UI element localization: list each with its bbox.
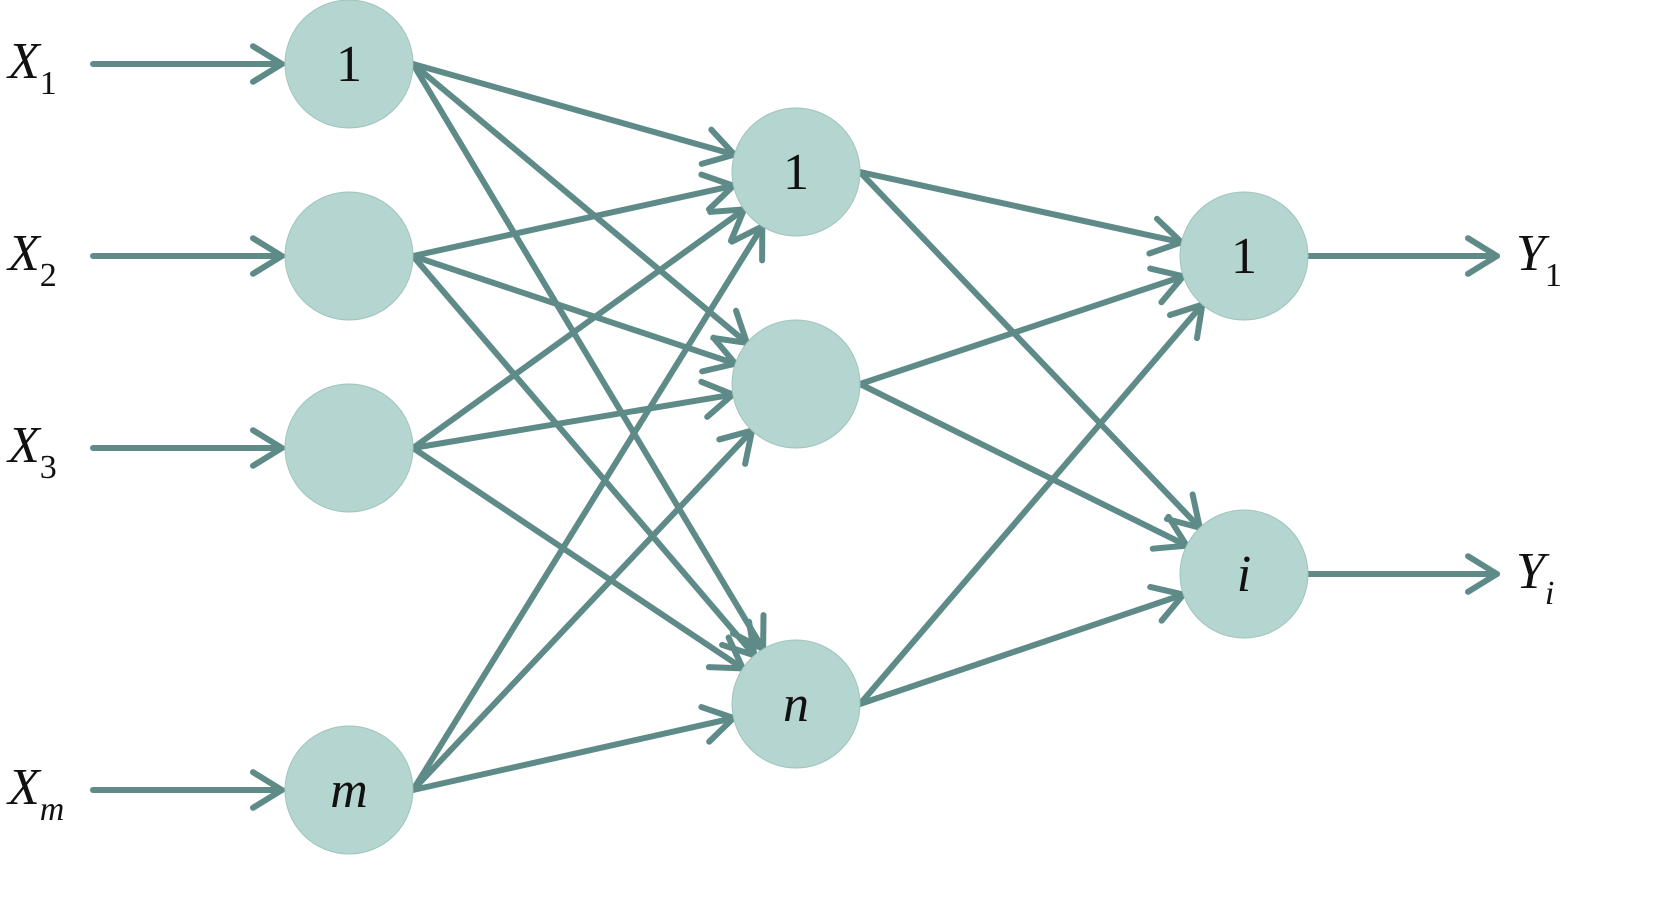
output-arrow-1-head xyxy=(1465,235,1500,277)
edge-hid3-out1-line xyxy=(857,301,1206,707)
hidden-neuron-1: 1 xyxy=(731,107,861,237)
edge-hid1-out2-line xyxy=(857,169,1203,531)
input-neuron-1: 1 xyxy=(284,0,414,129)
edge-in3-hid3-line xyxy=(410,445,746,672)
edge-in1-hid3-line xyxy=(410,61,767,653)
input-neuron-1-circle xyxy=(284,0,414,129)
edge-hid1-out1-line xyxy=(857,169,1185,246)
output-neuron-1: 1 xyxy=(1179,191,1309,321)
hidden-neuron-2-circle xyxy=(731,319,861,449)
input-neuron-4: m xyxy=(284,725,414,855)
connections xyxy=(90,43,1500,811)
output-arrow-1 xyxy=(1305,235,1500,277)
input-label-3: X3 xyxy=(6,417,57,486)
input-arrow-3-head xyxy=(250,427,285,469)
neurons: 1 m 1 n 1 i xyxy=(284,0,1309,855)
edge-in4-hid2-line xyxy=(410,427,756,793)
edge-hid2-out1-line xyxy=(857,273,1187,387)
edge-in2-hid2-line xyxy=(410,253,739,367)
edge-in2-hid1-line xyxy=(410,182,737,259)
output-neuron-1-label: 1 xyxy=(1231,228,1257,285)
hidden-neuron-1-circle xyxy=(731,107,861,237)
edge-in3-hid1-line xyxy=(410,206,748,451)
output-label-2: Yi xyxy=(1516,543,1554,612)
edge-in2-hid3-line xyxy=(410,253,758,659)
edge-hid2-out1 xyxy=(857,265,1187,387)
input-label-4: Xm xyxy=(6,759,64,828)
edge-in1-hid1-line xyxy=(410,61,738,158)
hidden-neuron-3: n xyxy=(731,639,861,769)
input-label-2: X2 xyxy=(6,225,57,294)
input-arrow-2-head xyxy=(250,235,285,277)
input-neuron-4-label: m xyxy=(330,762,368,819)
input-arrow-3 xyxy=(90,427,285,469)
output-neuron-2: i xyxy=(1179,509,1309,639)
edge-hid1-out1 xyxy=(857,169,1185,257)
hidden-neuron-3-label: n xyxy=(783,676,809,733)
output-arrow-2-head xyxy=(1465,553,1500,595)
edge-hid3-out2-line xyxy=(857,591,1187,707)
hidden-neuron-2 xyxy=(731,319,861,449)
input-arrow-4 xyxy=(90,769,285,811)
hidden-neuron-1-label: 1 xyxy=(783,144,809,201)
edge-in4-hid1-line xyxy=(410,223,766,793)
input-neuron-2-circle xyxy=(284,191,414,321)
hidden-neuron-3-circle xyxy=(731,639,861,769)
input-arrow-2 xyxy=(90,235,285,277)
edge-in3-hid3-head xyxy=(705,634,746,672)
input-neuron-4-circle xyxy=(284,725,414,855)
input-arrow-4-head xyxy=(250,769,285,811)
input-arrow-1 xyxy=(90,43,285,85)
edge-in4-hid3 xyxy=(410,704,737,793)
input-neuron-3 xyxy=(284,383,414,513)
input-neuron-3-circle xyxy=(284,383,414,513)
input-neuron-2 xyxy=(284,191,414,321)
input-arrow-1-head xyxy=(250,43,285,85)
edge-in2-hid1 xyxy=(410,171,737,259)
output-neuron-2-label: i xyxy=(1237,546,1251,603)
output-neuron-1-circle xyxy=(1179,191,1309,321)
edge-in1-hid2 xyxy=(410,61,750,346)
output-arrow-2 xyxy=(1305,553,1500,595)
edge-in3-hid3 xyxy=(410,445,746,672)
output-neuron-2-circle xyxy=(1179,509,1309,639)
edge-in3-hid2-line xyxy=(410,391,736,451)
edge-hid2-out2-line xyxy=(857,381,1190,549)
output-label-1: Y1 xyxy=(1516,225,1562,294)
edge-in4-hid1 xyxy=(410,223,766,793)
input-neuron-1-label: 1 xyxy=(336,36,362,93)
edge-in4-hid3-line xyxy=(410,715,737,793)
edge-in1-hid2-line xyxy=(410,61,750,346)
edge-hid1-out2 xyxy=(857,169,1203,531)
input-label-1: X1 xyxy=(6,33,57,102)
